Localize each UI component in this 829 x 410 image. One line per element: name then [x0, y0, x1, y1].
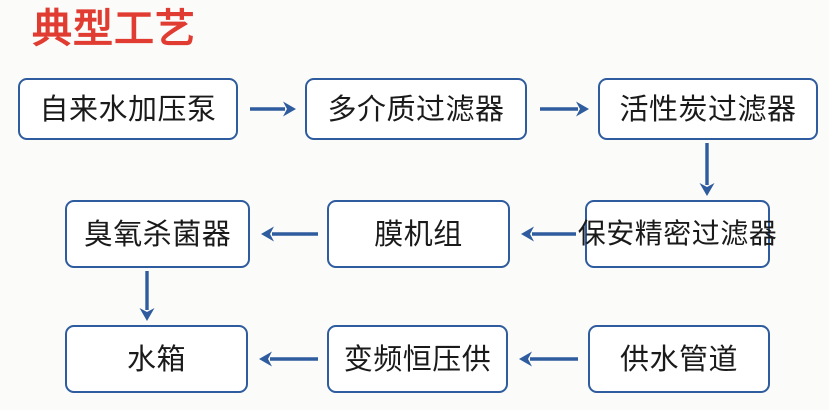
arrow-n4-to-n5 [521, 226, 576, 242]
arrow-n2-to-n3 [540, 101, 589, 117]
flow-node-label: 多介质过滤器 [327, 91, 505, 126]
flow-node-label: 活性炭过滤器 [619, 91, 797, 126]
arrow-n6-to-n7 [139, 271, 155, 321]
flow-node-n5[interactable]: 膜机组 [327, 200, 510, 268]
flow-node-n4[interactable]: 保安精密过滤器 [578, 200, 777, 268]
flow-node-label: 变频恒压供 [343, 341, 492, 376]
flow-node-label: 臭氧杀菌器 [83, 216, 232, 251]
arrow-n8-to-n7 [259, 351, 318, 367]
flow-node-n3[interactable]: 活性炭过滤器 [598, 78, 818, 140]
flow-node-label: 供水管道 [619, 341, 738, 376]
flow-node-label: 膜机组 [374, 216, 463, 251]
flow-node-n9[interactable]: 供水管道 [588, 325, 770, 393]
arrow-n5-to-n6 [261, 226, 318, 242]
flow-node-label: 水箱 [126, 341, 186, 376]
arrow-n1-to-n2 [250, 101, 296, 117]
arrow-n9-to-n8 [519, 351, 578, 367]
flow-node-label: 自来水加压泵 [39, 91, 217, 126]
arrow-n3-to-n4 [699, 143, 715, 196]
flow-node-label: 保安精密过滤器 [577, 217, 778, 250]
flow-node-n1[interactable]: 自来水加压泵 [18, 78, 238, 140]
flow-node-n2[interactable]: 多介质过滤器 [305, 78, 527, 140]
flow-node-n6[interactable]: 臭氧杀菌器 [65, 200, 250, 268]
page-title: 典型工艺 [32, 6, 196, 52]
flow-node-n8[interactable]: 变频恒压供 [327, 325, 508, 393]
flow-node-n7[interactable]: 水箱 [65, 325, 248, 393]
